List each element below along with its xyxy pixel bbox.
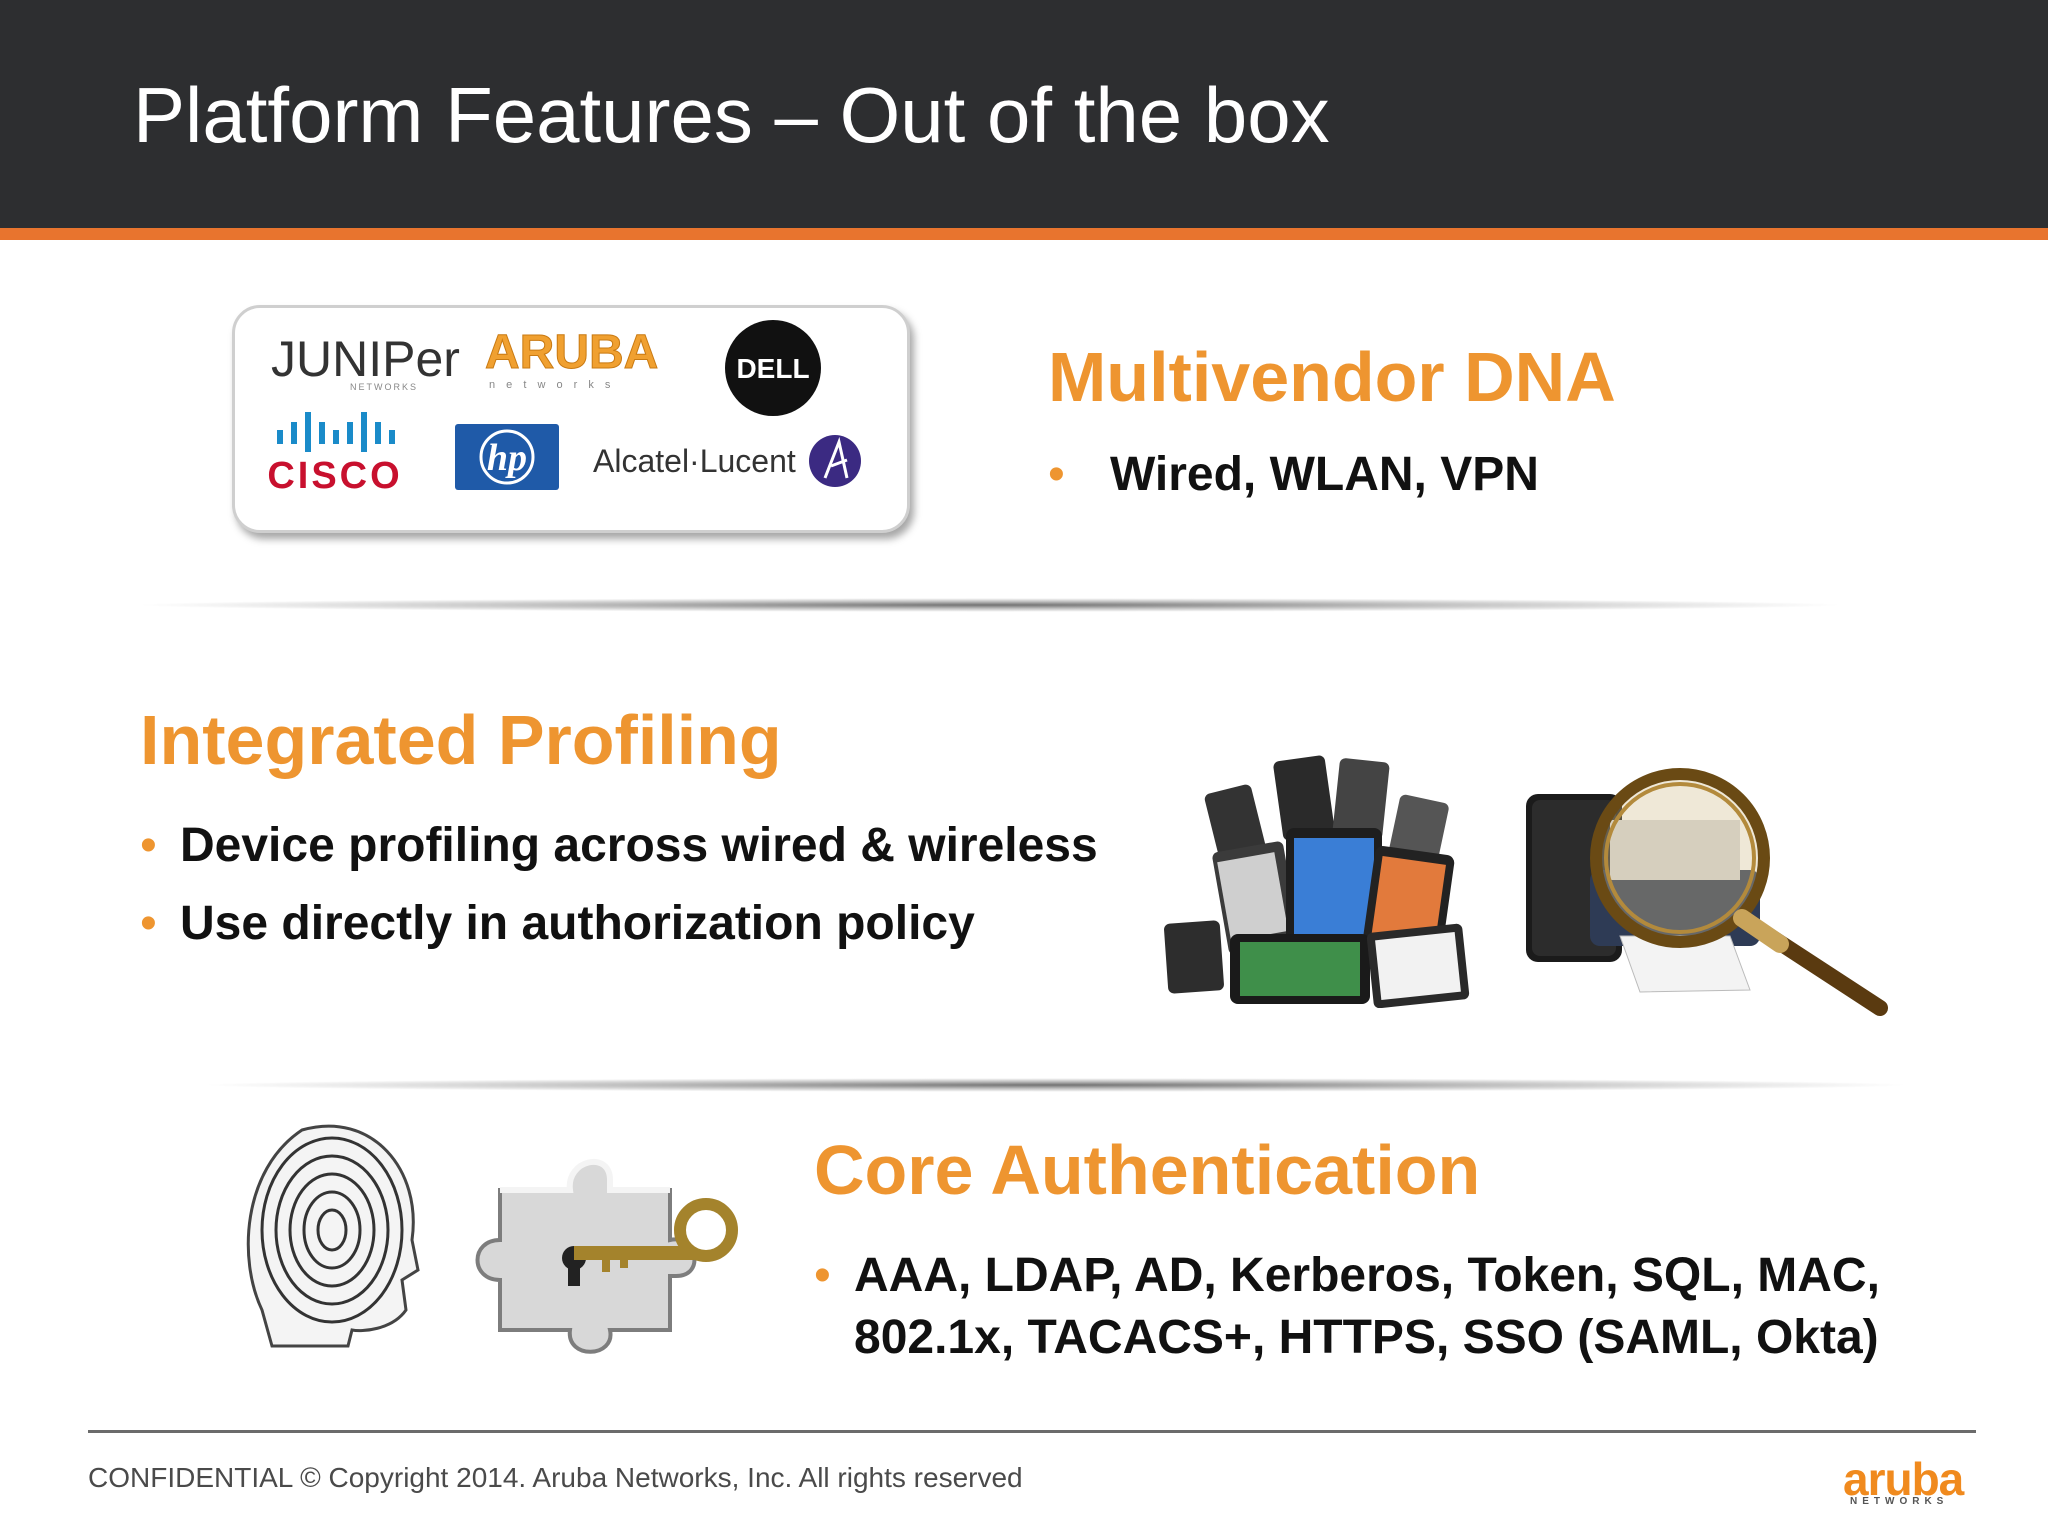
cisco-logo: CISCO xyxy=(267,455,402,497)
bullet-dot-icon: • xyxy=(1048,448,1065,501)
footer-rule xyxy=(88,1430,1976,1433)
profiling-heading: Integrated Profiling xyxy=(140,701,782,779)
multivendor-heading: Multivendor DNA xyxy=(1048,338,1616,416)
authentication-heading: Core Authentication xyxy=(814,1131,1481,1209)
bullet-text: Wired, WLAN, VPN xyxy=(1110,448,1539,501)
alcatel-logo-emblem xyxy=(809,435,861,487)
mobile-devices-icon xyxy=(1160,738,1480,1009)
bullet-text: Device profiling across wired & wireless xyxy=(180,819,1098,872)
bullet-dot-icon: • xyxy=(140,897,157,950)
profiling-bullet: • Device profiling across wired & wirele… xyxy=(140,818,1098,873)
bullet-dot-icon: • xyxy=(814,1249,831,1302)
juniper-logo: JUNIPer xyxy=(271,331,460,387)
aruba-brand-logo: aruba xyxy=(1843,1453,1964,1505)
vendor-logos-panel: JUNIPer NETWORKS ARUBA n e t w o r k s D… xyxy=(232,305,910,533)
profiling-bullet: • Use directly in authorization policy xyxy=(140,896,975,951)
fingerprint-head-icon xyxy=(242,1110,432,1350)
magnifier-printer-icon xyxy=(1520,760,1890,1020)
section-divider xyxy=(130,598,1850,612)
title-underline xyxy=(0,228,2048,240)
puzzle-key-icon xyxy=(470,1130,750,1360)
hp-logo: hp xyxy=(487,437,527,479)
slide-title: Platform Features – Out of the box xyxy=(133,71,1330,159)
aruba-brand-sub: NETWORKS xyxy=(1850,1496,1949,1507)
alcatel-logo: Alcatel·Lucent xyxy=(593,443,796,479)
juniper-logo-sub: NETWORKS xyxy=(350,382,418,392)
bullet-text: AAA, LDAP, AD, Kerberos, Token, SQL, MAC… xyxy=(854,1249,1880,1302)
dell-logo: DELL xyxy=(736,353,809,384)
bullet-text: 802.1x, TACACS+, HTTPS, SSO (SAML, Okta) xyxy=(854,1311,1879,1364)
cisco-bars-icon xyxy=(277,412,395,452)
authentication-bullet: • AAA, LDAP, AD, Kerberos, Token, SQL, M… xyxy=(814,1248,1880,1303)
multivendor-bullet: • Wired, WLAN, VPN xyxy=(1048,447,1539,502)
aruba-logo-sub: n e t w o r k s xyxy=(489,379,614,391)
section-divider xyxy=(196,1078,1916,1092)
authentication-bullet-continued: 802.1x, TACACS+, HTTPS, SSO (SAML, Okta) xyxy=(854,1310,1879,1365)
title-bar xyxy=(0,0,2048,228)
bullet-text: Use directly in authorization policy xyxy=(180,897,975,950)
footer-copyright: CONFIDENTIAL © Copyright 2014. Aruba Net… xyxy=(88,1462,1023,1493)
hp-logo-box xyxy=(455,424,559,490)
aruba-logo: ARUBA xyxy=(485,326,658,379)
dell-logo-circle xyxy=(725,320,821,416)
bullet-dot-icon: • xyxy=(140,819,157,872)
